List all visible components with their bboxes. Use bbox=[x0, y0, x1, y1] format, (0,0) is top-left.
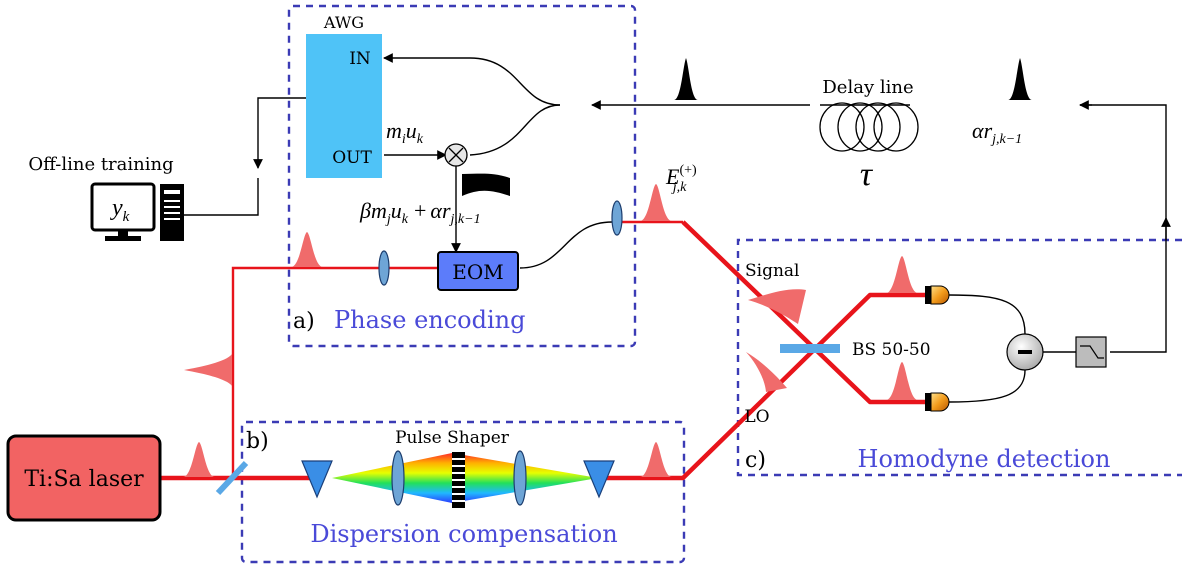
offline-training-label: Off-line training bbox=[28, 154, 173, 175]
section-c-name: Homodyne detection bbox=[858, 445, 1111, 473]
photodiode-bottom bbox=[925, 392, 950, 412]
input-beamsplitter bbox=[215, 460, 249, 496]
bs-label: BS 50-50 bbox=[852, 340, 931, 360]
section-c-box bbox=[736, 238, 1182, 477]
section-c-tag: c) bbox=[745, 448, 766, 473]
laser-label: Ti:Sa laser bbox=[24, 467, 144, 492]
delay-line-coil bbox=[819, 102, 919, 152]
signal-label: Signal bbox=[745, 261, 800, 281]
awg-wiring bbox=[184, 53, 613, 269]
computer-icon bbox=[90, 182, 184, 241]
black-modulated-pulse bbox=[462, 173, 510, 196]
encoding-expression: βmjuk+αrj,k−1 bbox=[359, 198, 481, 227]
pulse-shaper-label: Pulse Shaper bbox=[395, 428, 510, 448]
delay-line-label: Delay line bbox=[822, 77, 913, 98]
awg-out-label: OUT bbox=[332, 148, 372, 168]
detector-wiring bbox=[948, 294, 1076, 403]
lens-post-eom bbox=[611, 200, 623, 236]
tau-label: τ bbox=[860, 156, 874, 193]
eom-block: EOM bbox=[437, 251, 519, 291]
section-a-name: Phase encoding bbox=[334, 306, 525, 334]
feedback-wiring bbox=[591, 100, 1171, 353]
lo-label: LO bbox=[744, 407, 769, 427]
section-b-box bbox=[240, 420, 686, 564]
bs-50-50 bbox=[780, 344, 840, 353]
optical-pulses bbox=[183, 184, 918, 477]
multiplier bbox=[444, 143, 468, 167]
y-k-label: yk bbox=[110, 195, 130, 225]
feedback-pulse-1 bbox=[674, 58, 698, 100]
mi-uk-label: miuk bbox=[386, 118, 424, 147]
feedback-signal-label: αrj,k−1 bbox=[972, 118, 1022, 147]
pulse-shaper bbox=[301, 450, 615, 508]
ti-sa-laser: Ti:Sa laser bbox=[6, 434, 162, 522]
section-b-name: Dispersion compensation bbox=[310, 520, 617, 548]
section-a-box bbox=[287, 4, 637, 348]
section-a-tag: a) bbox=[293, 309, 315, 334]
lens-pre-eom bbox=[378, 250, 390, 286]
feedback-pulse-2 bbox=[1008, 58, 1032, 100]
awg-label: AWG bbox=[323, 13, 364, 32]
section-b-tag: b) bbox=[246, 429, 269, 454]
subtractor bbox=[1006, 333, 1044, 371]
photodiode-top bbox=[925, 285, 950, 305]
awg-in-label: IN bbox=[349, 49, 371, 69]
e-field-label: E(+)j,k bbox=[665, 163, 697, 195]
awg-block: AWG IN OUT bbox=[306, 13, 382, 178]
lowpass-filter bbox=[1075, 336, 1107, 368]
eom-label: EOM bbox=[452, 260, 503, 284]
